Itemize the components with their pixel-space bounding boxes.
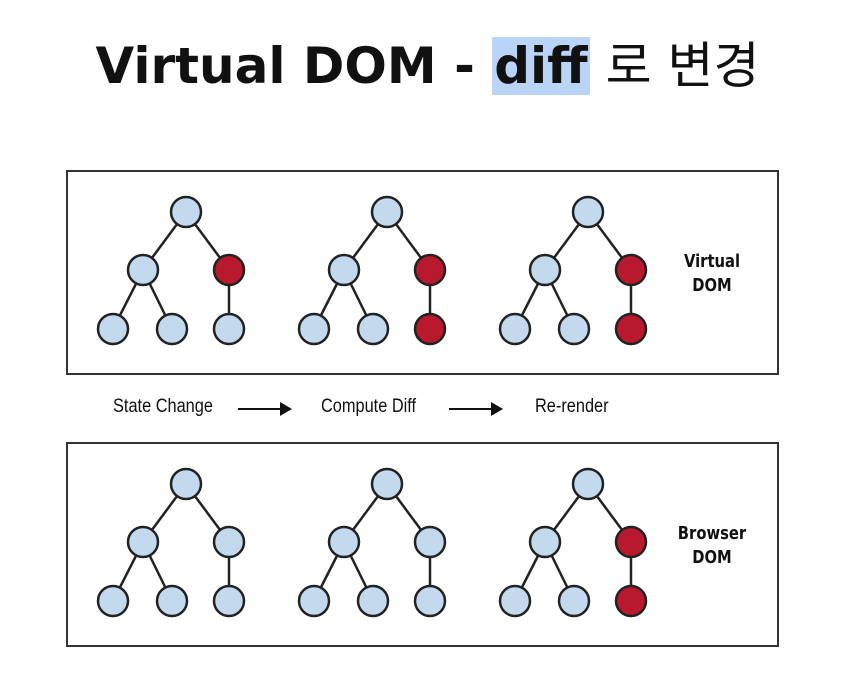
tree-node	[126, 525, 160, 559]
tree-node	[169, 195, 203, 229]
virtual-dom-label-line1: Virtual	[683, 251, 741, 272]
tree-node-changed	[614, 525, 648, 559]
tree-node	[356, 584, 390, 618]
virtual-dom-tree-2	[297, 195, 447, 346]
tree-node	[155, 312, 189, 346]
tree-node	[557, 312, 591, 346]
tree-node	[498, 312, 532, 346]
tree-node	[498, 584, 532, 618]
page-title: Virtual DOM - diff 로 변경	[0, 30, 855, 102]
tree-node	[413, 584, 447, 618]
virtual-dom-tree-3	[498, 195, 648, 346]
virtual-dom-label-line2: DOM	[692, 275, 732, 296]
tree-node-changed	[614, 312, 648, 346]
virtual-dom-panel: Virtual DOM	[66, 170, 779, 375]
tree-node	[155, 584, 189, 618]
browser-dom-tree-2	[297, 467, 447, 618]
tree-node	[96, 312, 130, 346]
tree-node	[327, 253, 361, 287]
step-compute-diff: Compute Diff	[321, 396, 417, 417]
browser-dom-label: Browser DOM	[675, 522, 749, 570]
tree-node	[528, 253, 562, 287]
tree-node-changed	[212, 253, 246, 287]
browser-dom-tree-3	[498, 467, 648, 618]
tree-node	[356, 312, 390, 346]
virtual-dom-trees	[96, 195, 648, 346]
virtual-dom-tree-1	[96, 195, 246, 346]
tree-node	[370, 195, 404, 229]
browser-dom-trees	[96, 467, 648, 618]
tree-node-changed	[614, 253, 648, 287]
tree-node	[297, 584, 331, 618]
tree-node	[212, 525, 246, 559]
tree-node	[126, 253, 160, 287]
title-suffix: 로 변경	[589, 37, 760, 95]
tree-node	[327, 525, 361, 559]
browser-dom-label-line2: DOM	[692, 547, 732, 568]
arrow-right-icon	[238, 402, 292, 416]
tree-node	[96, 584, 130, 618]
tree-node	[169, 467, 203, 501]
tree-node-changed	[413, 253, 447, 287]
step-re-render: Re-render	[535, 396, 609, 417]
title-highlighted-word: diff	[492, 37, 590, 95]
browser-dom-label-line1: Browser	[677, 523, 747, 544]
tree-node	[571, 195, 605, 229]
tree-node	[571, 467, 605, 501]
tree-node	[557, 584, 591, 618]
browser-dom-panel: Browser DOM	[66, 442, 779, 647]
virtual-dom-label: Virtual DOM	[675, 250, 749, 298]
process-steps: State Change Compute Diff Re-render	[0, 393, 855, 425]
tree-node-changed	[413, 312, 447, 346]
tree-node	[528, 525, 562, 559]
browser-dom-tree-1	[96, 467, 246, 618]
tree-node	[297, 312, 331, 346]
tree-node	[212, 312, 246, 346]
tree-node	[370, 467, 404, 501]
tree-node	[413, 525, 447, 559]
tree-node	[212, 584, 246, 618]
arrow-right-icon	[449, 402, 503, 416]
step-state-change: State Change	[113, 396, 213, 417]
title-prefix: Virtual DOM -	[95, 37, 493, 95]
tree-node-changed	[614, 584, 648, 618]
